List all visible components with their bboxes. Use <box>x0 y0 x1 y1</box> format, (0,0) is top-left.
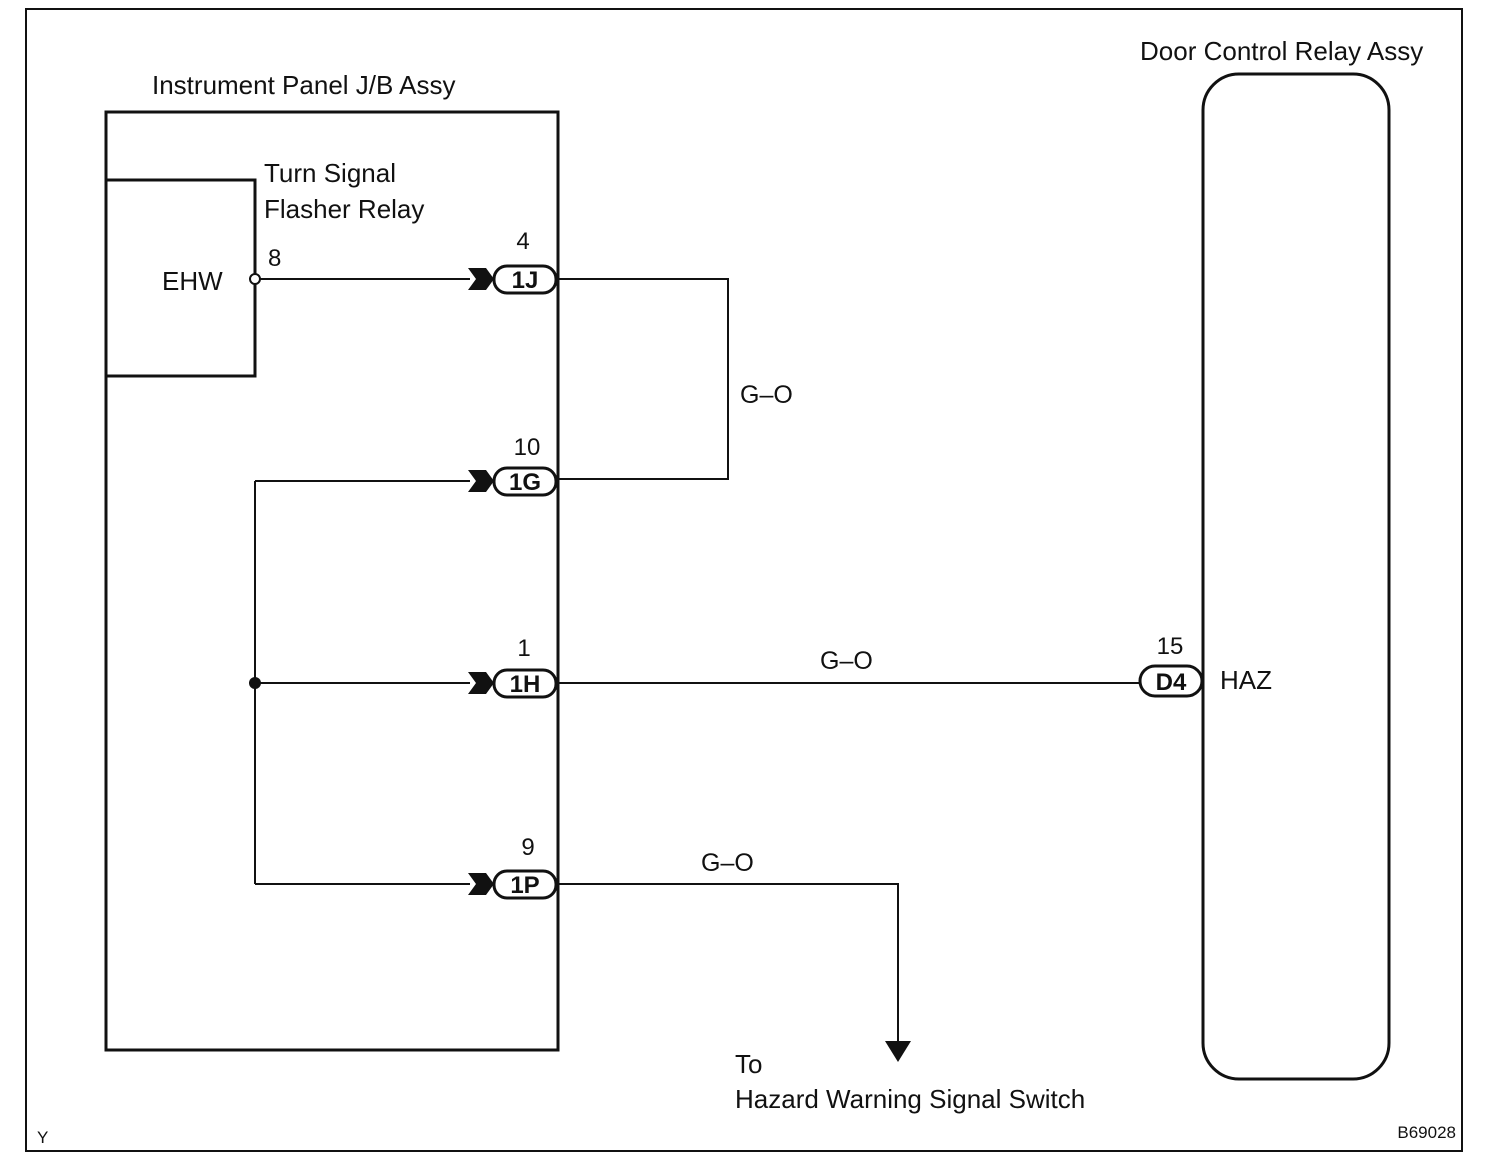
flasher-label-line1: Turn Signal <box>264 158 396 188</box>
connector-1J-pin: 4 <box>516 228 529 255</box>
splice-point <box>249 677 261 689</box>
destination-line2: Hazard Warning Signal Switch <box>735 1084 1085 1114</box>
jb-label: Instrument Panel J/B Assy <box>152 70 455 100</box>
arrow-head-1H <box>468 672 494 694</box>
corner-label-right: B69028 <box>1397 1123 1456 1142</box>
down-arrow-icon <box>885 1041 911 1062</box>
door-relay-label: Door Control Relay Assy <box>1140 36 1423 66</box>
corner-label-left: Y <box>37 1128 48 1147</box>
connector-1G <box>492 466 558 497</box>
connector-1P-pin: 9 <box>521 834 534 861</box>
wire-color-loop: G–O <box>740 381 793 409</box>
connector-D4 <box>1138 664 1204 698</box>
arrow-head-1J <box>468 268 494 290</box>
jb-box <box>104 110 560 1052</box>
wire-loop-1J-1G <box>556 278 729 480</box>
flasher-pin-number: 8 <box>268 245 281 272</box>
connector-1H-code: 1H <box>510 671 541 698</box>
flasher-terminal-label: EHW <box>162 266 223 296</box>
destination-line1: To <box>735 1049 762 1079</box>
flasher-terminal-dot <box>249 273 261 285</box>
arrow-head-1G <box>468 470 494 492</box>
connector-1H-pin: 1 <box>517 635 530 662</box>
flasher-label-line2: Flasher Relay <box>264 194 424 224</box>
wire-color-1H-D4: G–O <box>820 647 873 675</box>
connector-D4-code: D4 <box>1156 669 1187 696</box>
door-relay-box <box>1201 72 1391 1081</box>
connector-1J-code: 1J <box>512 267 539 294</box>
wire-color-1P: G–O <box>701 849 754 877</box>
connector-1G-pin: 10 <box>514 434 541 461</box>
connector-1P-code: 1P <box>510 872 539 899</box>
connector-1G-code: 1G <box>509 469 541 496</box>
wire-1P-to-switch <box>556 883 899 1044</box>
connector-D4-pin: 15 <box>1157 633 1184 660</box>
diagram-frame <box>25 8 1463 1152</box>
arrow-head-1P <box>468 873 494 895</box>
door-relay-terminal-label: HAZ <box>1220 665 1272 695</box>
